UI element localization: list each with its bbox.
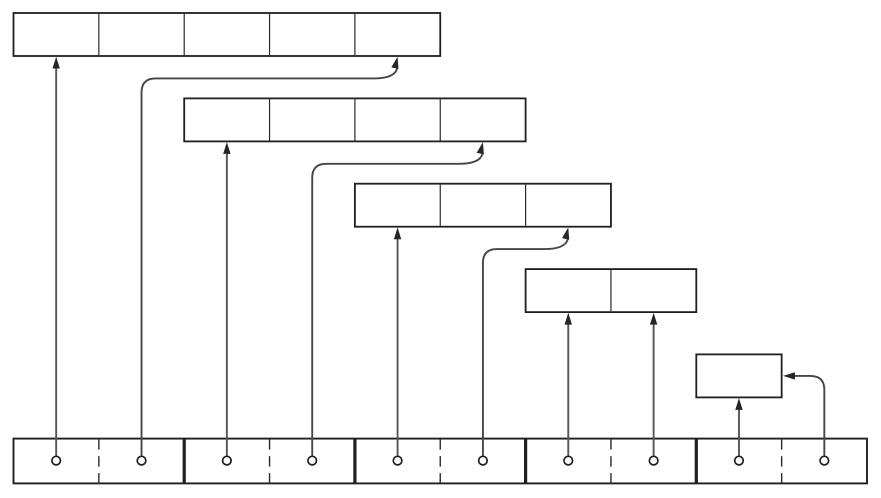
array-level-4	[695, 353, 783, 399]
array-level-0	[12, 12, 442, 57]
pointer-circle-3	[307, 455, 318, 466]
pointer-circle-9	[819, 455, 830, 466]
pointer-circle-2	[221, 455, 233, 466]
arrow-head-up-tilted	[562, 227, 570, 240]
arrow-head-up-tilted	[391, 56, 399, 70]
pointer-circle-1	[136, 455, 147, 466]
arrow-head-up-tilted	[476, 142, 484, 155]
arrow-head-up	[223, 142, 231, 154]
pointer-circle-0	[51, 455, 62, 466]
arrow-head-up	[564, 312, 572, 325]
pointer-circle-6	[563, 455, 574, 466]
arrow-shaft-hook-right	[311, 153, 484, 456]
arrow-shaft-hook-right	[481, 238, 569, 456]
arrow-shaft-hook-left	[794, 374, 826, 456]
pointer-circle-8	[733, 455, 745, 466]
pointer-circle-5	[477, 455, 489, 466]
arrow-shaft-hook-right	[140, 68, 398, 456]
array-level-2	[353, 182, 612, 228]
arrow-head-up	[52, 56, 60, 69]
pointer-circle-4	[392, 455, 403, 466]
arrow-head-left	[783, 372, 795, 380]
arrow-head-up	[735, 398, 743, 410]
arrow-head-up	[649, 312, 658, 325]
pointer-circle-7	[648, 455, 659, 466]
arrow-head-up	[393, 227, 402, 240]
